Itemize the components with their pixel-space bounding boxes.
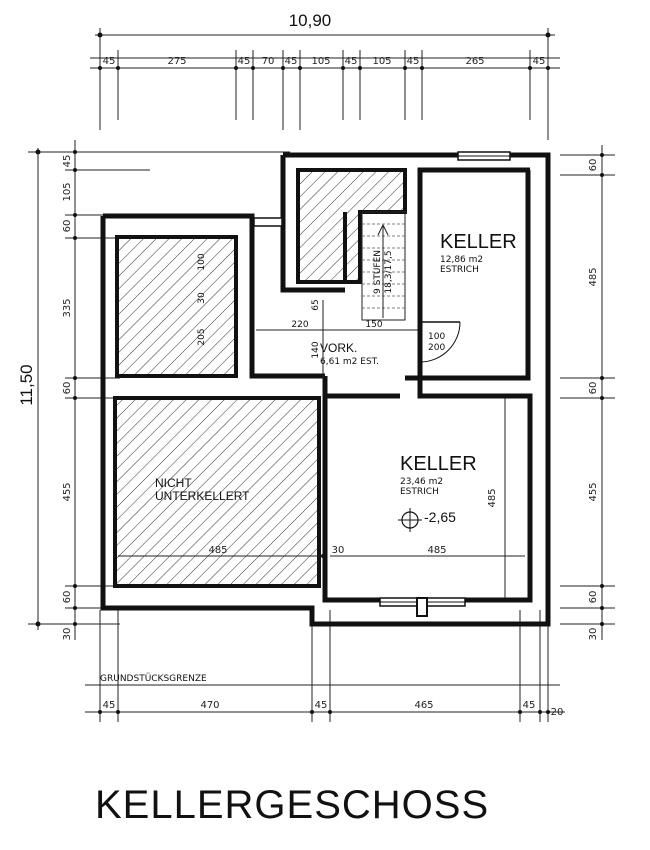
top-dim-9: 45 xyxy=(407,56,420,67)
right-dim-6: 30 xyxy=(588,628,599,641)
top-dim-8: 105 xyxy=(372,56,391,67)
dim-485-vertical: 485 xyxy=(487,488,498,507)
top-segment-labels: 45 275 45 70 45 105 45 105 45 265 45 xyxy=(103,56,546,67)
interior-dim-lines xyxy=(118,300,525,598)
keller-top-name: KELLER xyxy=(440,231,517,253)
hatched-block-stair-core xyxy=(296,168,407,284)
window-bottom xyxy=(379,597,466,617)
top-dim-7: 45 xyxy=(345,56,358,67)
left-dim-1: 45 xyxy=(62,155,73,168)
level-marker-icon xyxy=(398,508,422,532)
left-segment-labels: 45 105 60 335 60 455 60 30 xyxy=(62,155,73,641)
nicht-line1: NICHT xyxy=(155,476,192,490)
top-dim-6: 105 xyxy=(311,56,330,67)
door-dim-2: 200 xyxy=(428,343,445,353)
building-walls xyxy=(100,152,551,627)
dim-30-mid: 30 xyxy=(332,545,345,556)
right-dim-4: 455 xyxy=(588,482,599,501)
stairs-rise: 18,3/17,5 xyxy=(384,250,394,293)
top-dim-10: 265 xyxy=(465,56,484,67)
dim-140: 140 xyxy=(311,341,321,358)
dim-485-right: 485 xyxy=(427,545,446,556)
right-dim-2: 485 xyxy=(588,267,599,286)
left-dim-8: 30 xyxy=(62,628,73,641)
window-top xyxy=(457,151,511,161)
top-dim-1: 45 xyxy=(103,56,116,67)
right-dim-5: 60 xyxy=(588,591,599,604)
bottom-segment-labels: 45 470 45 465 45 20 xyxy=(103,700,564,718)
bottom-dimension-lines xyxy=(85,610,565,722)
left-dim-2: 105 xyxy=(62,182,73,201)
dim-150: 150 xyxy=(365,320,382,330)
dim-100: 100 xyxy=(197,253,207,270)
staircase xyxy=(361,211,406,321)
keller-top-area: 12,86 m2 xyxy=(440,255,483,265)
hatched-block-upper xyxy=(115,235,238,378)
vork-name: VORK. xyxy=(320,341,357,355)
top-dim-5: 45 xyxy=(285,56,298,67)
keller-top-floor: ESTRICH xyxy=(440,265,479,275)
top-dim-4: 70 xyxy=(262,56,275,67)
dim-30: 30 xyxy=(197,292,207,304)
top-dimension-lines xyxy=(90,28,560,140)
right-dimension-lines xyxy=(560,145,615,640)
top-dim-11: 45 xyxy=(533,56,546,67)
dim-65: 65 xyxy=(311,299,321,310)
level-label: -2,65 xyxy=(424,509,456,525)
bottom-dim-4: 465 xyxy=(414,700,433,711)
bottom-dim-5: 45 xyxy=(523,700,536,711)
bottom-dim-6: 20 xyxy=(551,707,564,718)
keller-bottom-area: 23,46 m2 xyxy=(400,477,443,487)
top-dim-2: 275 xyxy=(167,56,186,67)
property-line-label: GRUNDSTÜCKSGRENZE xyxy=(100,673,207,684)
bottom-dim-2: 470 xyxy=(200,700,219,711)
left-dimension-lines xyxy=(28,140,290,640)
dim-485-left: 485 xyxy=(208,545,227,556)
left-dim-7: 60 xyxy=(62,591,73,604)
left-dim-5: 60 xyxy=(62,382,73,395)
left-dim-6: 455 xyxy=(62,482,73,501)
right-segment-labels: 60 485 60 455 60 30 xyxy=(588,159,599,641)
stairs-count: 9 STUFEN xyxy=(373,250,383,294)
drawing-title: KELLERGESCHOSS xyxy=(95,783,489,827)
hatched-block-nicht-unterkellert xyxy=(113,396,321,588)
right-dim-1: 60 xyxy=(588,159,599,172)
keller-bottom-floor: ESTRICH xyxy=(400,487,439,497)
window-left-upper xyxy=(253,217,283,227)
overall-width-label: 10,90 xyxy=(289,11,332,30)
door-dim-1: 100 xyxy=(428,332,445,342)
bottom-dim-1: 45 xyxy=(103,700,116,711)
bottom-dim-3: 45 xyxy=(315,700,328,711)
overall-height-label: 11,50 xyxy=(17,364,36,405)
keller-bottom-name: KELLER xyxy=(400,453,477,475)
nicht-line2: UNTERKELLERT xyxy=(155,489,250,503)
left-dim-3: 60 xyxy=(62,220,73,233)
right-dim-3: 60 xyxy=(588,382,599,395)
left-dim-4: 335 xyxy=(62,298,73,317)
dim-205: 205 xyxy=(197,328,207,345)
dim-220: 220 xyxy=(291,320,308,330)
door-swing xyxy=(419,321,461,363)
top-dim-3: 45 xyxy=(238,56,251,67)
vork-area: 6,61 m2 EST. xyxy=(320,357,379,367)
